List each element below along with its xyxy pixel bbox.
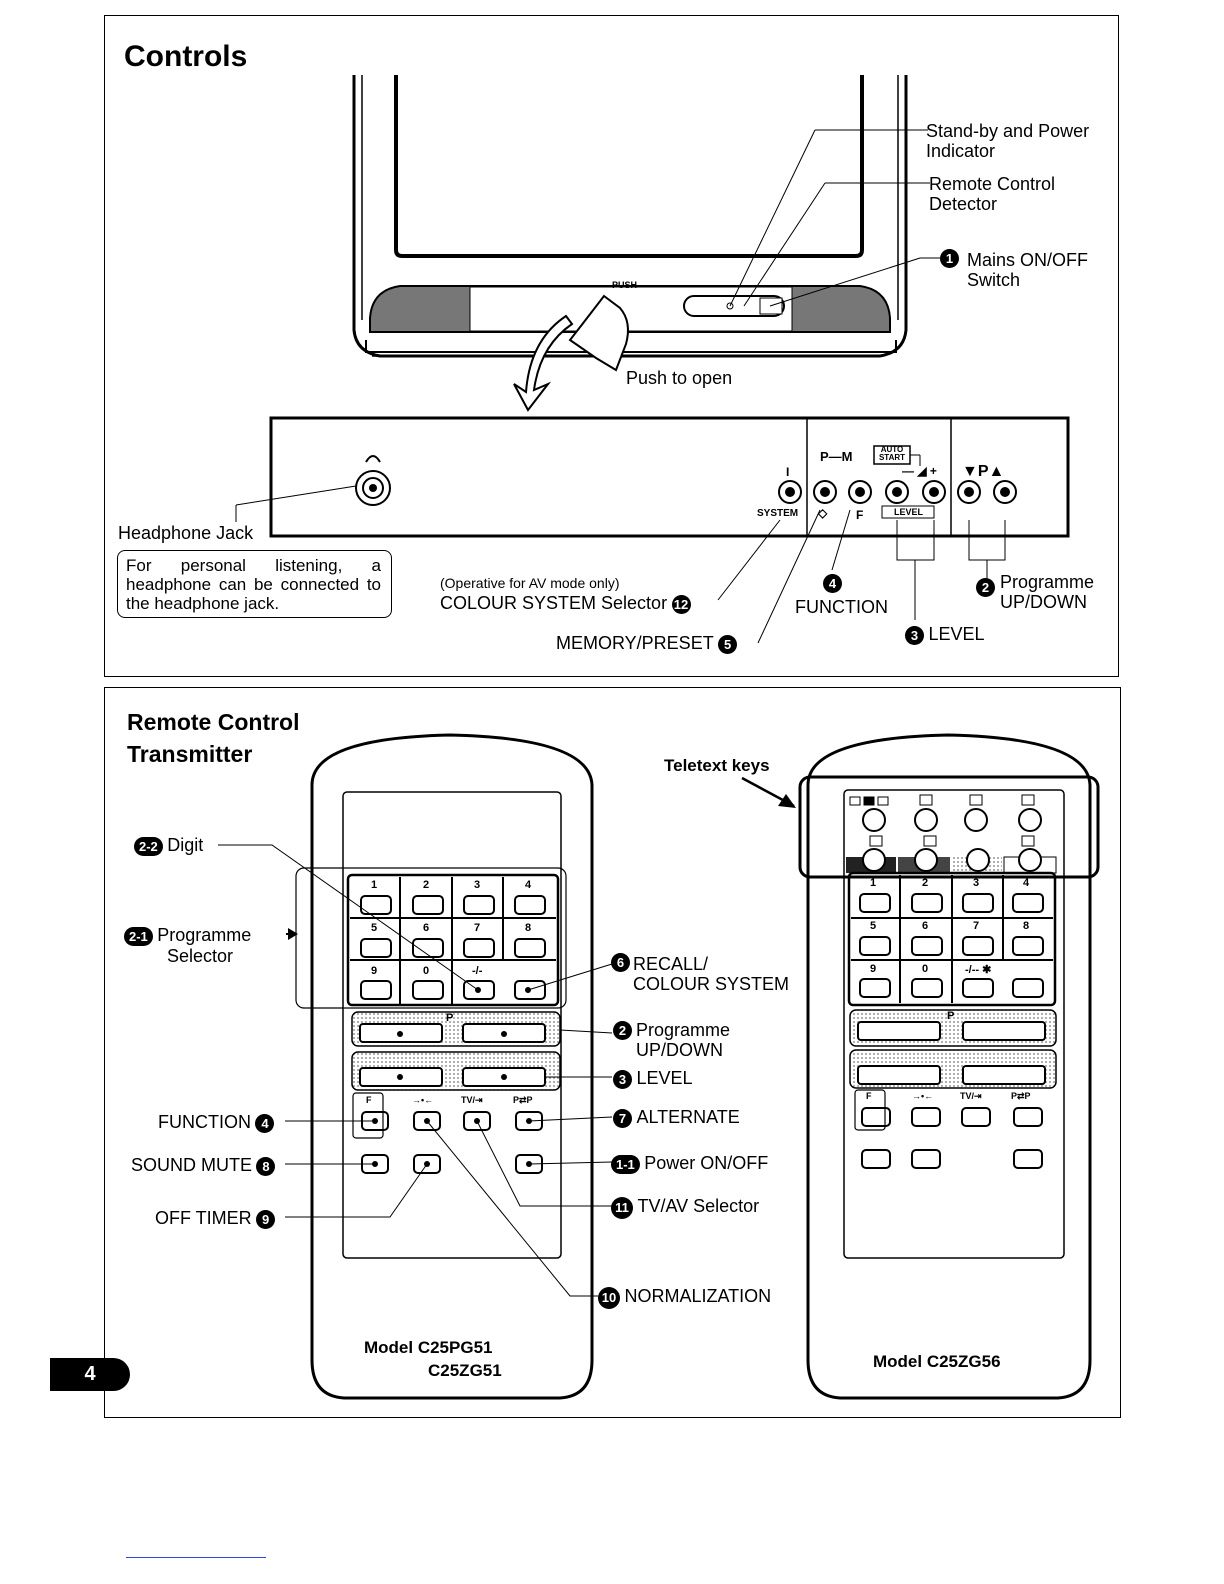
remote-panel	[104, 687, 1121, 1418]
remote-function-badge: 4	[255, 1114, 275, 1134]
digit-number-badge: 2-2	[134, 837, 163, 857]
level-number-badge: 3	[905, 626, 924, 646]
remote-a-func-tvav: TV/⇥	[461, 1095, 483, 1105]
remote-a-key-0: 0	[423, 965, 430, 977]
colour-number-badge: 12	[671, 595, 691, 615]
controls-panel	[104, 15, 1119, 677]
remote-illustrations	[218, 733, 1100, 1400]
f-label: F	[856, 508, 864, 522]
tvav-label: 11 TV/AV Selector	[611, 1196, 759, 1219]
normalization-badge: 10	[598, 1286, 620, 1309]
headphone-note-box	[117, 550, 392, 618]
remote-b-key-3: 3	[973, 877, 980, 889]
tv-front-illustration	[235, 75, 1070, 644]
colour-system-label: COLOUR SYSTEM Selector 12	[440, 593, 691, 615]
footer-rule	[126, 1557, 266, 1558]
system-top-label: I	[786, 465, 790, 479]
tvav-badge: 11	[611, 1196, 633, 1219]
push-label: PUSH	[612, 280, 638, 290]
power-label: 1-1 Power ON/OFF	[611, 1153, 768, 1175]
remote-function-label: FUNCTION 4	[158, 1112, 275, 1134]
remote-a-key-5: 5	[371, 922, 378, 934]
remote-a-func-f: F	[366, 1095, 372, 1105]
remote-a-func-alternate: P⇄P	[513, 1095, 533, 1105]
sound-mute-badge: 8	[256, 1157, 276, 1177]
remote-b-func-tvav: TV/⇥	[960, 1091, 982, 1101]
page-number-tab: 4	[50, 1358, 130, 1391]
programme-selector-label: 2-1 Programme Selector	[124, 925, 251, 966]
push-to-open-label: Push to open	[626, 368, 733, 388]
remote-b-key-digit: -/-- ✱	[965, 964, 992, 976]
level-panel-label: LEVEL	[894, 507, 924, 517]
system-label: SYSTEM	[757, 508, 799, 519]
remote-b-key-5: 5	[870, 920, 877, 932]
recall-number-badge: 6	[611, 953, 630, 972]
off-timer-label: OFF TIMER 9	[155, 1208, 276, 1230]
headphone-jack-label: Headphone Jack	[118, 523, 254, 543]
remote-a-func-normalize: →•←	[412, 1095, 434, 1105]
diamond-label: ◇	[818, 506, 828, 520]
remote-level-badge: 3	[613, 1070, 632, 1090]
remote-b-func-f: F	[866, 1091, 872, 1101]
av-mode-note: (Operative for AV mode only)	[440, 575, 620, 591]
remote-b-key-0: 0	[922, 963, 929, 975]
recall-label: 6 RECALL/COLOUR SYSTEM	[611, 953, 789, 994]
headphone-note: For personal listening, a headphone can …	[126, 556, 381, 613]
remote-a-key-3: 3	[474, 879, 481, 891]
power-badge: 1-1	[611, 1155, 640, 1175]
controls-title: Controls	[124, 40, 248, 73]
mains-number-badge: 1	[940, 249, 959, 268]
off-timer-badge: 9	[256, 1210, 276, 1230]
alternate-badge: 7	[613, 1109, 632, 1129]
normalization-label: 10 NORMALIZATION	[598, 1286, 771, 1309]
remote-a-key-digit: -/-	[472, 965, 483, 977]
programme-selector-badge: 2-1	[124, 927, 153, 947]
remote-b-key-2: 2	[922, 877, 929, 889]
model-b-label: Model C25ZG56	[873, 1352, 1001, 1371]
remote-b-key-6: 6	[922, 920, 929, 932]
remote-b-func-alternate: P⇄P	[1011, 1091, 1031, 1101]
memory-number-badge: 5	[718, 635, 738, 655]
programme-number-badge: 2	[976, 578, 995, 597]
remote-a-key-7: 7	[474, 922, 481, 934]
memory-preset-label: MEMORY/PRESET 5	[556, 633, 738, 655]
remote-b-key-9: 9	[870, 963, 877, 975]
remote-b-p-label: P	[947, 1010, 955, 1022]
remote-a-key-9: 9	[371, 965, 378, 977]
sound-mute-label: SOUND MUTE 8	[131, 1155, 276, 1177]
remote-level-label: 3 LEVEL	[613, 1068, 693, 1090]
auto-start-label: AUTO START	[878, 445, 906, 462]
prog-panel-label: ▼P▲	[962, 463, 1005, 480]
remote-b-func-normalize: →•←	[912, 1091, 934, 1101]
level-label: 3 LEVEL	[905, 624, 985, 646]
remote-b-key-8: 8	[1023, 920, 1030, 932]
remote-b-key-1: 1	[870, 877, 877, 889]
model-a-label: Model C25PG51 C25ZG51	[364, 1338, 502, 1380]
remote-a-key-6: 6	[423, 922, 430, 934]
remote-programme-badge: 2	[613, 1021, 632, 1040]
function-label: 4 FUNCTION	[795, 574, 888, 617]
remote-a-key-8: 8	[525, 922, 532, 934]
pm-label: P—M	[820, 449, 853, 464]
remote-a-key-1: 1	[371, 879, 378, 891]
minus-plus-label: — ◢ +	[902, 464, 937, 478]
alternate-label: 7 ALTERNATE	[613, 1107, 740, 1129]
remote-a-key-4: 4	[525, 879, 532, 891]
digit-label: 2-2 Digit	[134, 835, 203, 857]
remote-b-key-4: 4	[1023, 877, 1030, 889]
remote-a-p-label: P	[446, 1012, 454, 1024]
remote-a-key-2: 2	[423, 879, 430, 891]
function-number-badge: 4	[823, 574, 842, 593]
teletext-keys-label: Teletext keys	[664, 756, 770, 775]
remote-b-key-7: 7	[973, 920, 980, 932]
